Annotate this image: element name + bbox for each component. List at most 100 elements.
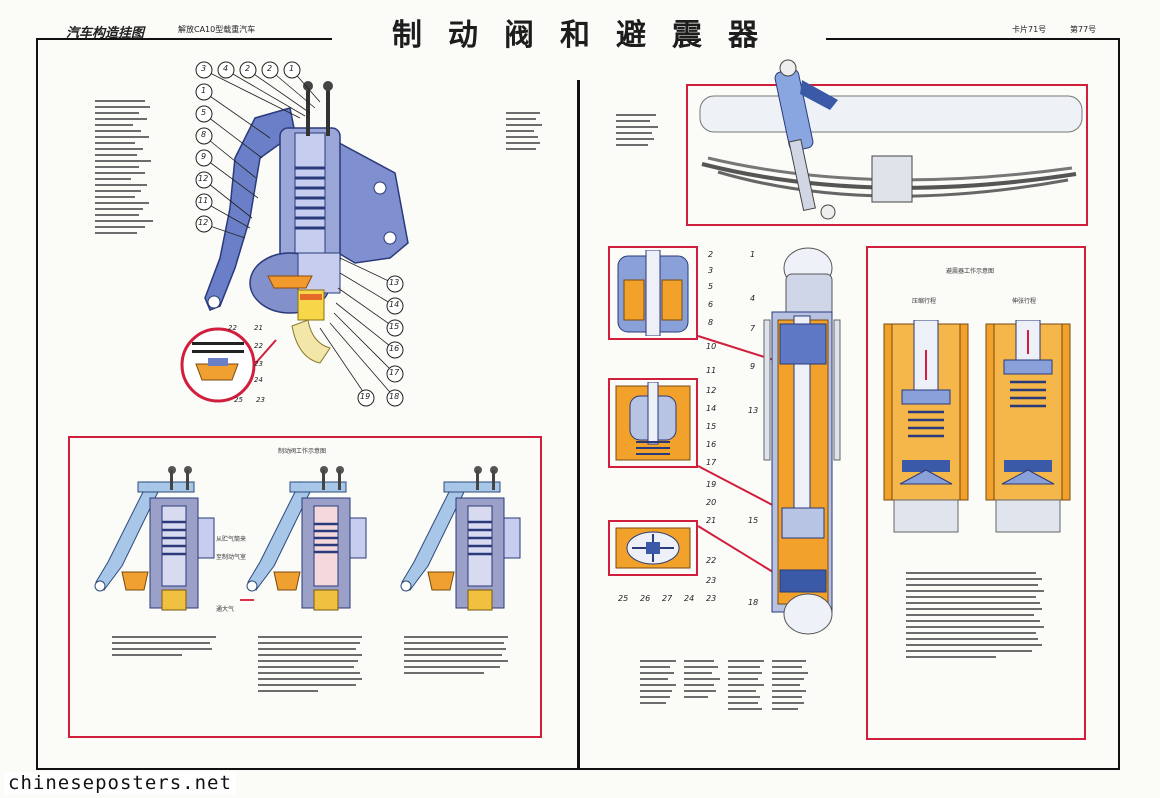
callout-top-3: 2 xyxy=(245,64,251,73)
inset-callout-5: 24 xyxy=(254,376,263,384)
frame-left xyxy=(36,38,38,770)
inset2-callout-7: 19 xyxy=(706,480,717,489)
brake-valve-operation-box xyxy=(68,436,542,738)
inset2-callout-6: 17 xyxy=(706,458,717,467)
inset-box-3 xyxy=(608,520,698,576)
inset3-callout-5: 27 xyxy=(662,594,673,603)
inset-callout-2: 21 xyxy=(254,324,263,332)
page-title: 制动阀和避震器 xyxy=(392,18,784,53)
inset3-callout-1: 22 xyxy=(706,556,717,565)
shock-legend-col-1 xyxy=(640,660,680,708)
subtitle: 解放CA10型载重汽车 xyxy=(178,25,256,34)
brake-valve-illustration xyxy=(204,81,409,364)
callout-left-1: 1 xyxy=(201,86,207,95)
shock-callout-2: 4 xyxy=(750,294,756,303)
center-divider xyxy=(577,80,580,770)
callout-top-5: 1 xyxy=(289,64,295,73)
callout-top-2: 4 xyxy=(223,64,229,73)
extension-stroke-diagram xyxy=(985,320,1071,533)
shock-mounting-illustration xyxy=(699,59,1083,220)
inset1-callout-6: 10 xyxy=(706,342,717,351)
label-extension: 伸张行程 xyxy=(1012,298,1037,305)
stage-3-description xyxy=(404,636,514,678)
callout-right-4: 16 xyxy=(389,344,400,353)
inset3-callout-4: 26 xyxy=(640,594,651,603)
inset3-callout-3: 25 xyxy=(618,594,629,603)
callout-top-4: 2 xyxy=(267,64,273,73)
callout-left-3: 8 xyxy=(201,130,207,139)
shock-mounting-box xyxy=(686,84,1088,226)
shock-legend-col-3 xyxy=(728,660,768,714)
operation-box-title: 制动阀工作示意图 xyxy=(278,448,327,455)
inset2-callout-2: 12 xyxy=(706,386,717,395)
shock-callout-6: 15 xyxy=(748,516,759,525)
diaphragm-detail-inset xyxy=(180,327,277,403)
shock-working-box xyxy=(866,246,1086,740)
callout-top-1: 3 xyxy=(201,64,207,73)
header-rule-left xyxy=(36,38,332,40)
source-watermark: chineseposters.net xyxy=(4,772,236,794)
parts-list-left xyxy=(95,100,165,238)
inset-1-illustration xyxy=(617,250,689,336)
brake-valve-stage-1 xyxy=(94,466,215,611)
inset2-callout-4: 15 xyxy=(706,422,717,431)
inset1-callout-4: 6 xyxy=(708,300,714,309)
plate-number: 卡片71号 xyxy=(1012,25,1047,34)
inset-callout-3: 22 xyxy=(254,342,263,350)
inset3-callout-2: 23 xyxy=(706,576,717,585)
shock-legend-col-4 xyxy=(772,660,812,714)
callout-right-6: 18 xyxy=(389,392,400,401)
label-from-reservoir: 从贮气筒来 xyxy=(216,536,247,543)
page-number: 第77号 xyxy=(1070,25,1097,34)
inset-callout-7: 23 xyxy=(256,396,265,404)
callout-right-7: 19 xyxy=(360,392,371,401)
inset1-callout-1: 2 xyxy=(708,250,714,259)
callout-left-7: 12 xyxy=(198,218,209,227)
compression-stroke-diagram xyxy=(883,320,969,533)
brake-valve-stage-3 xyxy=(400,466,521,611)
shock-callout-5: 13 xyxy=(748,406,759,415)
inset2-callout-8: 20 xyxy=(706,498,717,507)
shock-absorber-cutaway xyxy=(697,247,841,635)
inset2-callout-5: 16 xyxy=(706,440,717,449)
label-compression: 压缩行程 xyxy=(912,298,937,305)
inset2-callout-3: 14 xyxy=(706,404,717,413)
callout-right-3: 15 xyxy=(389,322,400,331)
label-to-atmosphere: 通大气 xyxy=(216,606,235,613)
callout-right-2: 14 xyxy=(389,300,400,309)
inset1-callout-2: 3 xyxy=(708,266,714,275)
inset-callout-4: 23 xyxy=(254,360,263,368)
callout-left-5: 12 xyxy=(198,174,209,183)
inset3-callout-6: 24 xyxy=(684,594,695,603)
stage-1-description xyxy=(112,636,222,660)
parts-list-right xyxy=(506,112,546,154)
inset2-callout-9: 21 xyxy=(706,516,717,525)
shock-legend-col-2 xyxy=(684,660,724,702)
brake-valve-stage-2 xyxy=(240,466,367,611)
inset-callout-1: 22 xyxy=(228,324,237,332)
brake-valve-callouts xyxy=(195,61,404,407)
shock-parts-list xyxy=(616,114,666,150)
inset-2-illustration xyxy=(615,382,691,461)
callout-right-1: 13 xyxy=(389,278,400,287)
inset1-callout-5: 8 xyxy=(708,318,714,327)
callout-left-6: 11 xyxy=(198,196,209,205)
working-description xyxy=(906,572,1046,662)
inset2-callout-1: 11 xyxy=(706,366,717,375)
series-title: 汽车构造挂图 xyxy=(66,26,145,41)
header-rule-right xyxy=(826,38,1120,40)
inset-box-1 xyxy=(608,246,698,340)
callout-left-2: 5 xyxy=(201,108,207,117)
stage-2-description xyxy=(258,636,368,696)
label-to-brake-chamber: 至制动气室 xyxy=(216,554,247,561)
shock-callout-4: 9 xyxy=(750,362,756,371)
inset3-callout-7: 23 xyxy=(706,594,717,603)
callout-right-5: 17 xyxy=(389,368,400,377)
inset-3-illustration xyxy=(615,527,691,569)
callout-left-4: 9 xyxy=(201,152,207,161)
working-box-title: 避震器工作示意图 xyxy=(946,268,995,275)
inset-callout-6: 25 xyxy=(234,396,243,404)
shock-callout-3: 7 xyxy=(750,324,756,333)
shock-callout-7: 18 xyxy=(748,598,759,607)
inset1-callout-3: 5 xyxy=(708,282,714,291)
